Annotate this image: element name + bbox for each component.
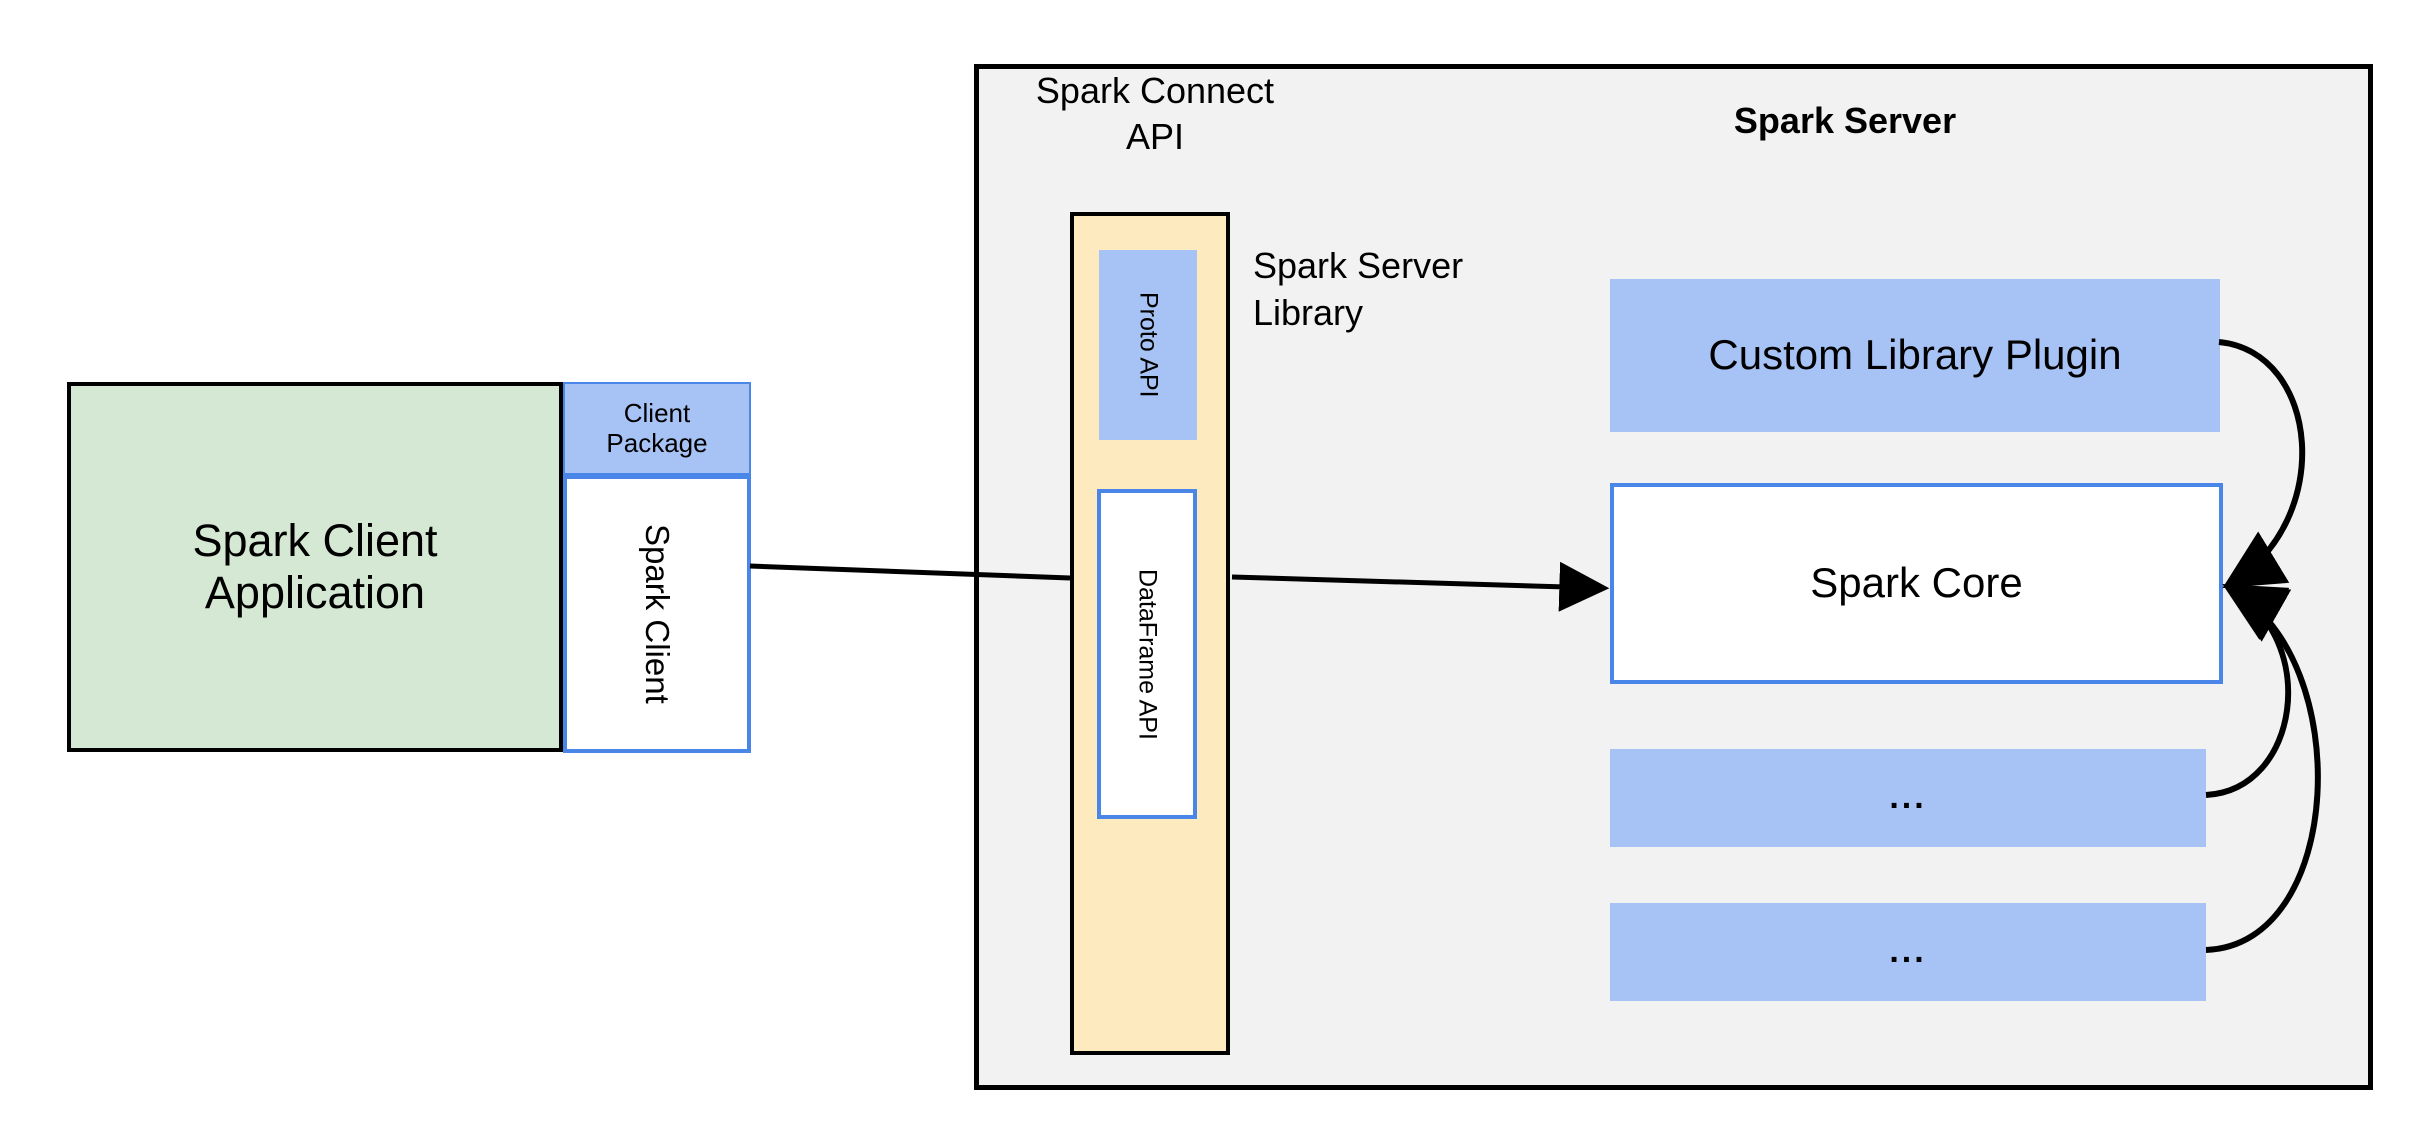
spark-client-label: Spark Client bbox=[638, 524, 676, 704]
custom-library-plugin-label: Custom Library Plugin bbox=[1708, 331, 2122, 379]
spark-client-application-box[interactable]: Spark Client Application bbox=[67, 382, 563, 752]
spark-core-box[interactable]: Spark Core bbox=[1610, 483, 2223, 684]
proto-api-box[interactable]: Proto API bbox=[1099, 250, 1197, 440]
spark-server-title: Spark Server bbox=[1733, 100, 1957, 141]
server-component-ellipsis-1[interactable]: ... bbox=[1610, 749, 2206, 847]
spark-client-box[interactable]: Spark Client bbox=[563, 475, 751, 753]
dataframe-api-label: DataFrame API bbox=[1133, 568, 1162, 740]
client-package-box[interactable]: Client Package bbox=[563, 382, 751, 475]
spark-server-library-label: Spark Server Library bbox=[1253, 245, 1464, 333]
ellipsis-label-2: ... bbox=[1889, 932, 1927, 971]
proto-api-label: Proto API bbox=[1134, 292, 1163, 398]
spark-client-application-label: Spark Client Application bbox=[192, 515, 438, 618]
server-component-ellipsis-2[interactable]: ... bbox=[1610, 903, 2206, 1001]
spark-connect-api-label: Spark Connect API bbox=[1035, 70, 1275, 158]
custom-library-plugin-box[interactable]: Custom Library Plugin bbox=[1610, 279, 2220, 432]
client-package-label: Client Package bbox=[606, 397, 708, 458]
spark-core-label: Spark Core bbox=[1810, 559, 2023, 607]
dataframe-api-box[interactable]: DataFrame API bbox=[1097, 489, 1197, 819]
ellipsis-label-1: ... bbox=[1889, 778, 1927, 817]
